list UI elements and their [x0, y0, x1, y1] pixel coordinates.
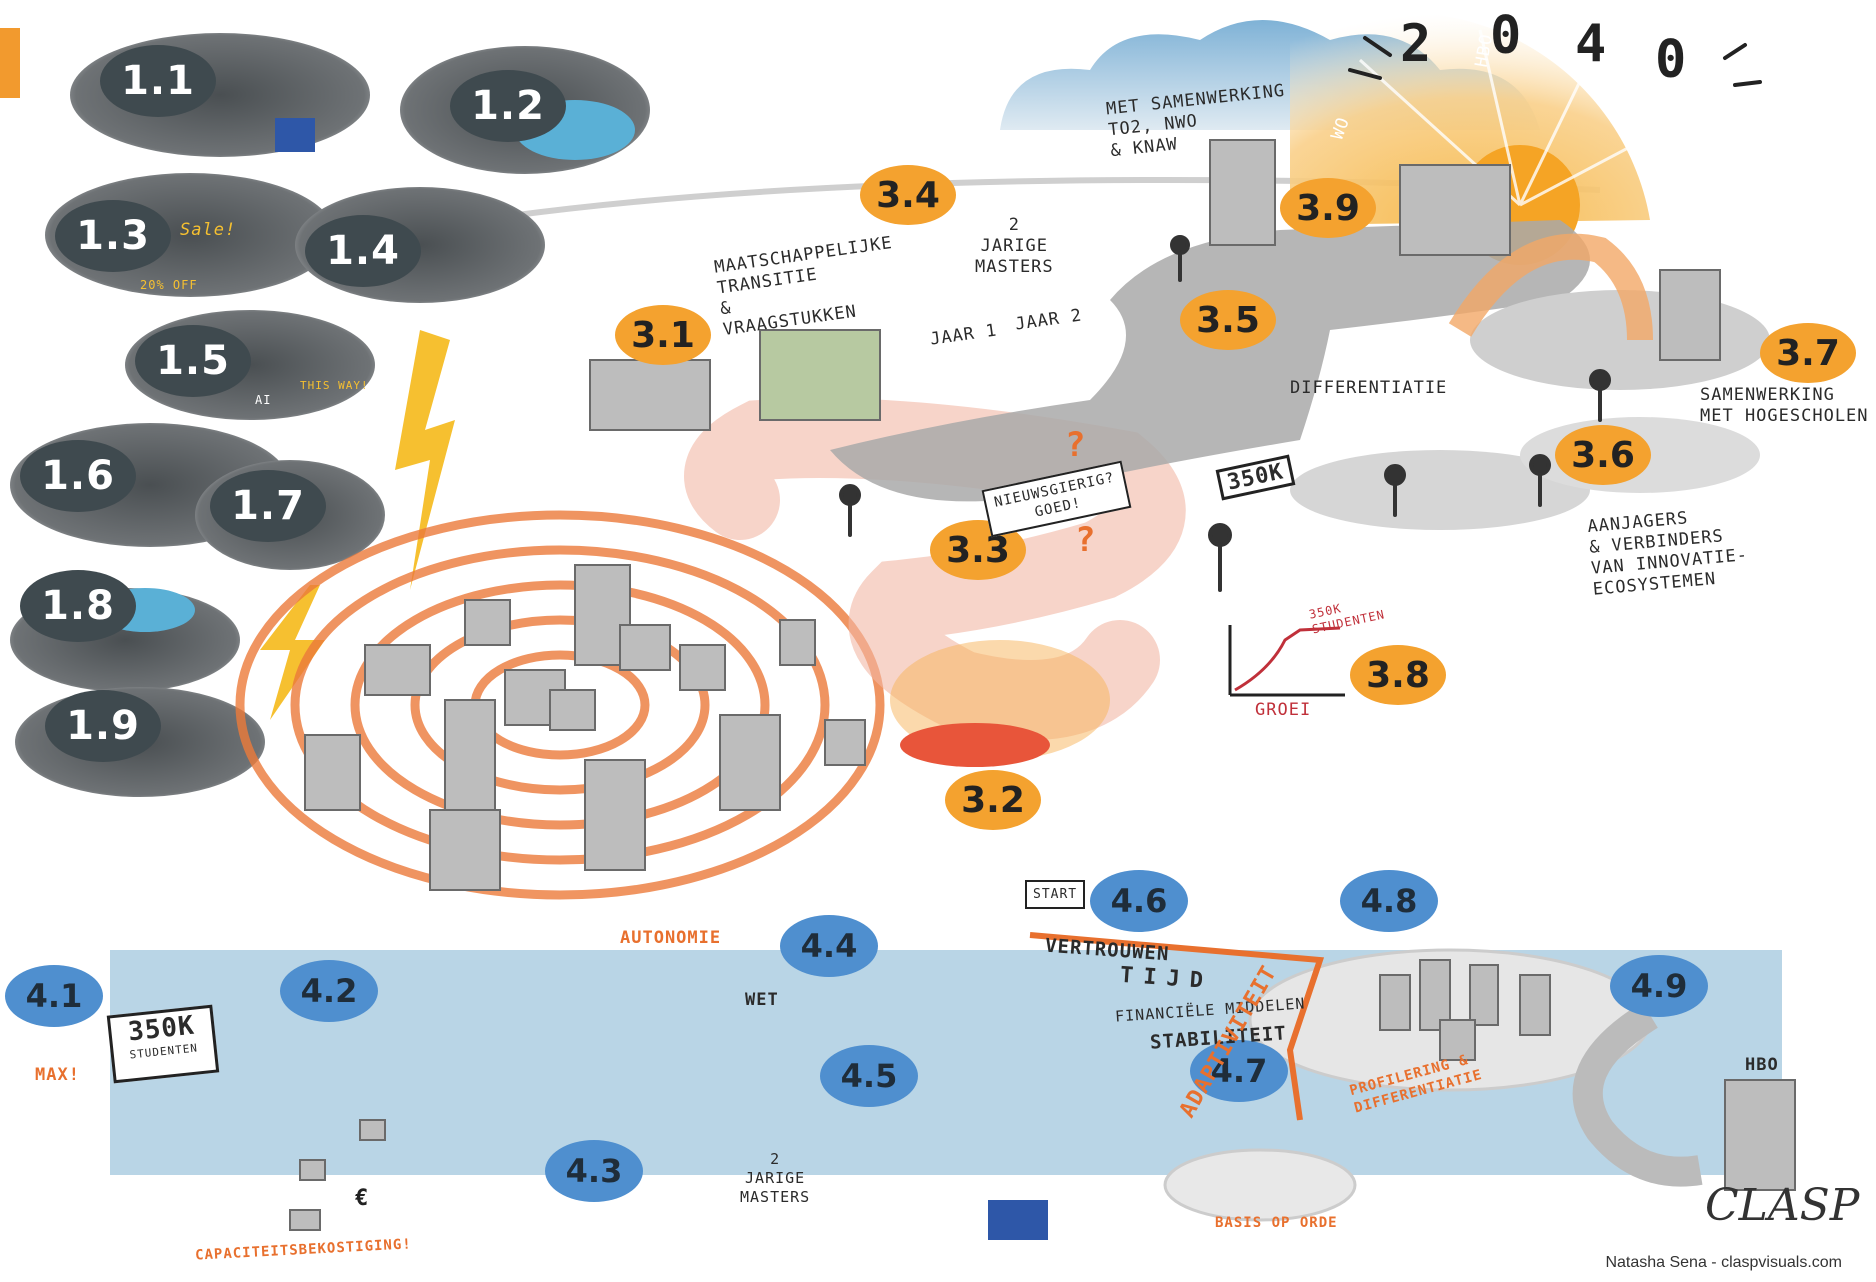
badge-1-6: 1.6 [20, 440, 136, 512]
orange-banner-arrow [1029, 932, 1325, 1121]
start-flag: START [1025, 880, 1086, 909]
question-mark: ? [1065, 425, 1087, 465]
badge-4-3: 4.3 [545, 1140, 643, 1202]
aanjagers-label: AANJAGERS & VERBINDERS VAN INNOVATIE- EC… [1586, 508, 1749, 600]
badge-1-9: 1.9 [45, 690, 161, 762]
badge-1-5: 1.5 [135, 325, 251, 397]
samenwerking-hogescholen-label: SAMENWERKING MET HOGESCHOLEN [1700, 385, 1869, 426]
badge-4-1: 4.1 [5, 965, 103, 1027]
differentiatie-label: DIFFERENTIATIE [1290, 378, 1448, 398]
road-arrow [1572, 1002, 1703, 1187]
badge-1-2: 1.2 [450, 70, 566, 142]
sign-350k-studenten: 350K STUDENTEN [106, 1004, 220, 1084]
badge-1-8: 1.8 [20, 570, 136, 642]
badge-4-7: 4.7 [1190, 1040, 1288, 1102]
badge-1-7: 1.7 [210, 470, 326, 542]
platform-47 [1163, 1148, 1357, 1222]
cobblestone-road [830, 220, 1590, 502]
discount-text: 20% OFF [140, 278, 198, 292]
orange-arch [1448, 233, 1653, 341]
masters-label-4: 2 JARIGE MASTERS [740, 1150, 811, 1206]
year-digit: 0 [1655, 30, 1687, 90]
credit-text: Natasha Sena - claspvisuals.com [1605, 1254, 1842, 1271]
year-digit: 4 [1575, 14, 1607, 74]
badge-3-7: 3.7 [1760, 323, 1856, 383]
badge-3-1: 3.1 [615, 305, 711, 365]
badge-4-8: 4.8 [1340, 870, 1438, 932]
tijd-label: TIJD [1119, 962, 1214, 995]
question-mark: ? [1075, 520, 1097, 560]
this-way-text: THIS WAY! [300, 379, 369, 392]
groei-label: GROEI [1255, 700, 1312, 720]
clasp-logo: CLASP [1705, 1180, 1860, 1231]
basis-label: BASIS OP ORDE [1215, 1215, 1338, 1231]
max-label: MAX! [35, 1065, 80, 1085]
lightning-bolt [260, 585, 325, 720]
masters-label: 2 JARIGE MASTERS [975, 215, 1054, 277]
growth-graph [1228, 625, 1345, 697]
euro-sign: € [355, 1186, 370, 1211]
badge-3-6: 3.6 [1555, 425, 1651, 485]
eu-flag-small [275, 118, 315, 152]
year-digit: 0 [1490, 6, 1522, 66]
year-digit: 2 [1400, 14, 1432, 74]
wet-label: WET [745, 990, 779, 1010]
badge-4-5: 4.5 [820, 1045, 918, 1107]
badge-1-4: 1.4 [305, 215, 421, 287]
badge-3-2: 3.2 [945, 770, 1041, 830]
hbo-label: HBO [1745, 1055, 1779, 1075]
ai-text: AI [255, 393, 272, 407]
badge-4-2: 4.2 [280, 960, 378, 1022]
orange-spiral [235, 510, 885, 900]
corner-tab [0, 28, 20, 98]
platform-36 [1290, 450, 1590, 530]
autonomie-label: AUTONOMIE [620, 928, 722, 948]
badge-3-4: 3.4 [860, 165, 956, 225]
lightning-bolt [395, 330, 455, 590]
badge-1-3: 1.3 [55, 200, 171, 272]
sale-text: Sale! [180, 220, 237, 240]
badge-3-5: 3.5 [1180, 290, 1276, 350]
badge-4-9: 4.9 [1610, 955, 1708, 1017]
badge-1-1: 1.1 [100, 45, 216, 117]
badge-3-8: 3.8 [1350, 645, 1446, 705]
eu-flag [988, 1200, 1048, 1240]
badge-3-9: 3.9 [1280, 178, 1376, 238]
badge-4-6: 4.6 [1090, 870, 1188, 932]
round-table [900, 723, 1050, 767]
badge-4-4: 4.4 [780, 915, 878, 977]
